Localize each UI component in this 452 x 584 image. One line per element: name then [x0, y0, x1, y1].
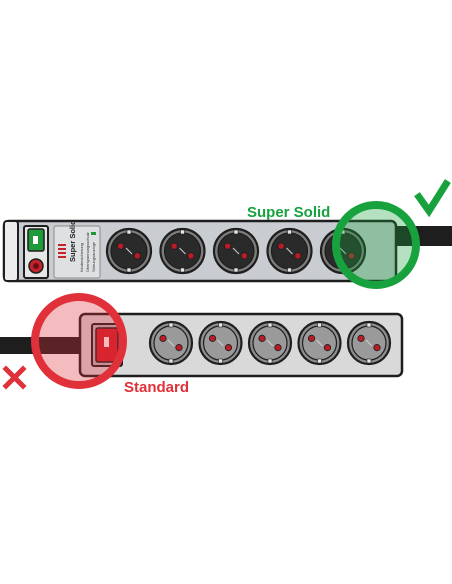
child-safety-icon [232, 247, 240, 255]
ground-clip-icon [366, 358, 372, 364]
super-solid-power-strip: Super Solid Kindersicherung Überspannung… [2, 219, 452, 283]
super-solid-label: Super Solid [247, 204, 330, 221]
check-icon [414, 179, 451, 218]
pin-hole-icon [224, 344, 233, 352]
bottom-outlets [148, 320, 392, 366]
ground-clip-icon [287, 267, 292, 273]
child-safety-icon [217, 339, 224, 347]
ground-clip-icon [267, 358, 273, 364]
pin-hole-icon [175, 344, 183, 352]
ground-clip-icon [218, 358, 223, 364]
pin-hole-icon [170, 242, 178, 250]
power-cable [0, 337, 82, 354]
ground-clip-icon [317, 322, 322, 328]
pin-hole-icon [323, 344, 332, 352]
ground-clip-icon [126, 267, 132, 273]
brand-logo-icon [58, 244, 66, 258]
socket-outlet [159, 227, 206, 275]
strip-model-name: Super Solid [68, 220, 77, 262]
pin-hole-icon [274, 344, 282, 352]
ground-clip-icon [126, 229, 132, 235]
reset-button-center-icon [33, 263, 39, 269]
socket-outlet [212, 227, 260, 275]
pin-hole-icon [347, 252, 355, 260]
good-highlight-circle [332, 201, 420, 289]
pin-hole-icon [240, 252, 248, 260]
ground-clip-icon [267, 322, 273, 328]
fine-print-line-2: Überspannungsschutz [85, 232, 90, 272]
ground-clip-icon [287, 229, 292, 235]
socket-outlet [247, 320, 293, 366]
socket-outlet [266, 227, 313, 275]
socket-outlet [198, 320, 243, 366]
child-safety-icon [365, 339, 373, 347]
switch-indicator-icon [104, 337, 109, 347]
socket-outlet [346, 320, 392, 366]
pin-hole-icon [294, 252, 302, 260]
ground-clip-icon [168, 322, 174, 328]
standard-label: Standard [124, 379, 189, 396]
ground-clip-icon [233, 267, 239, 273]
top-outlets [105, 227, 367, 275]
cross-icon [2, 365, 27, 390]
ground-clip-icon [317, 358, 322, 364]
fine-print-line-3: Störungsanzeige [91, 241, 96, 272]
pin-hole-icon [277, 242, 285, 250]
ground-clip-icon [218, 322, 223, 328]
child-safety-icon [339, 247, 347, 255]
strip-end-cap [3, 220, 19, 282]
switch-indicator-icon [33, 236, 38, 244]
ground-clip-icon [168, 358, 174, 364]
pin-hole-icon [117, 242, 125, 250]
child-safety-icon [125, 247, 133, 255]
standard-power-strip [0, 312, 404, 378]
ground-clip-icon [233, 229, 239, 235]
fine-print-line-1: Kindersicherung [79, 243, 84, 272]
ground-clip-icon [180, 229, 185, 235]
socket-outlet [105, 227, 153, 275]
ground-clip-icon [180, 267, 185, 273]
status-led-icon [91, 232, 96, 235]
pin-hole-icon [373, 344, 381, 352]
pin-hole-icon [187, 252, 195, 260]
child-safety-icon [316, 339, 323, 347]
bad-highlight-circle [31, 293, 127, 389]
pin-hole-icon [357, 334, 365, 342]
pin-hole-icon [258, 334, 266, 342]
socket-outlet [297, 320, 342, 366]
info-label-panel [53, 225, 101, 279]
child-safety-icon [286, 247, 293, 255]
pin-hole-icon [307, 334, 316, 342]
child-safety-icon [167, 339, 175, 347]
child-safety-icon [266, 339, 274, 347]
pin-hole-icon [159, 334, 167, 342]
pin-hole-icon [224, 242, 232, 250]
power-cable [388, 226, 452, 246]
pin-hole-icon [208, 334, 217, 342]
socket-outlet [148, 320, 194, 366]
ground-clip-icon [366, 322, 372, 328]
child-safety-icon [179, 247, 186, 255]
pin-hole-icon [133, 252, 141, 260]
